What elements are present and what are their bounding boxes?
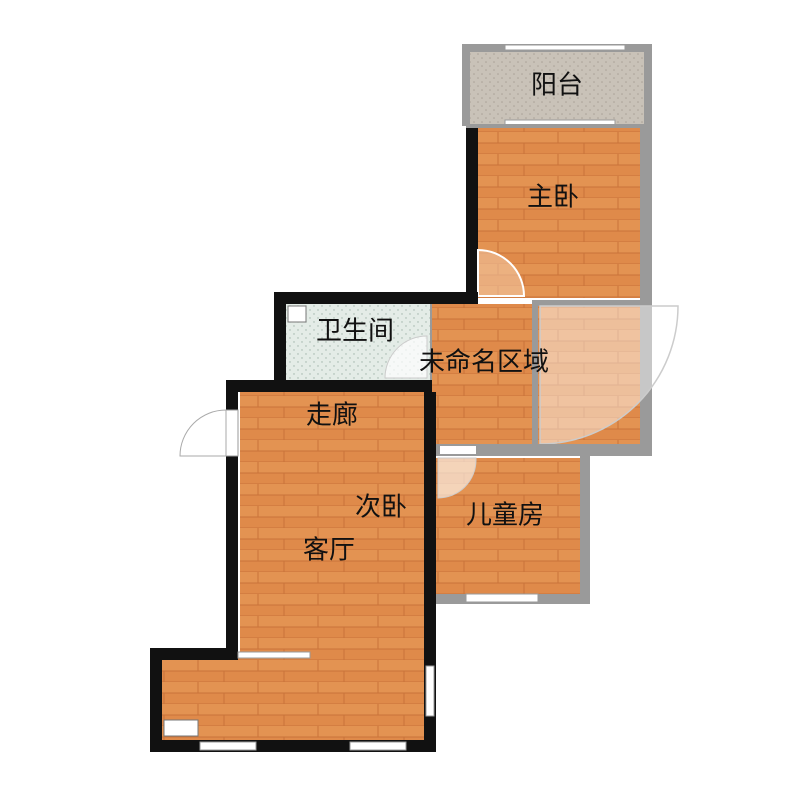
entry-door-swing: [179, 409, 227, 457]
kids-room-label: 儿童房: [466, 501, 544, 531]
bathroom-label: 卫生间: [316, 317, 394, 347]
second-bedroom-label: 次卧: [355, 493, 407, 523]
toilet-icon: [287, 305, 307, 323]
master-bedroom-area: [466, 124, 652, 302]
corridor-label: 走廊: [306, 401, 358, 431]
door-swing: [437, 457, 477, 499]
unnamed-area-label: 未命名区域: [419, 348, 549, 378]
balcony-area: [462, 44, 652, 127]
balcony-label: 阳台: [531, 71, 583, 101]
door-swing: [539, 305, 679, 445]
master-bedroom-label: 主卧: [527, 183, 579, 213]
unnamed-area: [432, 300, 679, 456]
bathroom-area: [274, 292, 478, 388]
sink-icon: [163, 719, 199, 737]
door-swing: [477, 248, 526, 297]
door-swing: [384, 335, 428, 379]
living-area: [150, 380, 436, 752]
living-room-label: 客厅: [303, 536, 355, 566]
